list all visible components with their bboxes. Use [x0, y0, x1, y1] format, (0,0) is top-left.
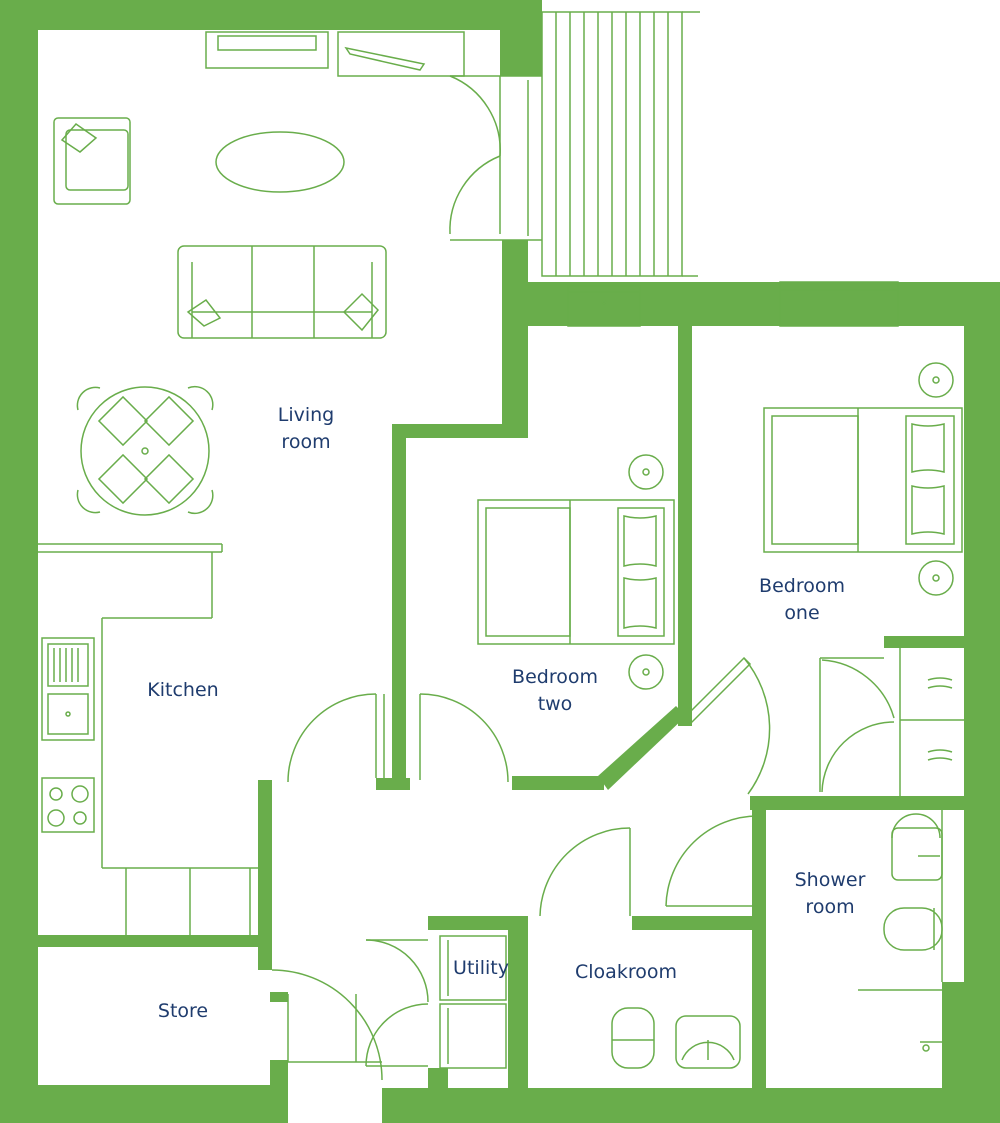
room-label-cloakroom: Cloakroom	[575, 961, 677, 983]
room-label-bedroom-one: Bedroom one	[759, 575, 845, 624]
room-label-utility: Utility	[453, 957, 509, 979]
room-label-kitchen: Kitchen	[147, 679, 219, 701]
room-label-bedroom-two: Bedroom two	[512, 666, 598, 715]
room-label-shower-room: Shower room	[794, 869, 866, 918]
room-label-store: Store	[157, 1000, 209, 1022]
room-label-living-room: Living room	[277, 404, 335, 453]
fixtures	[38, 11, 964, 1081]
